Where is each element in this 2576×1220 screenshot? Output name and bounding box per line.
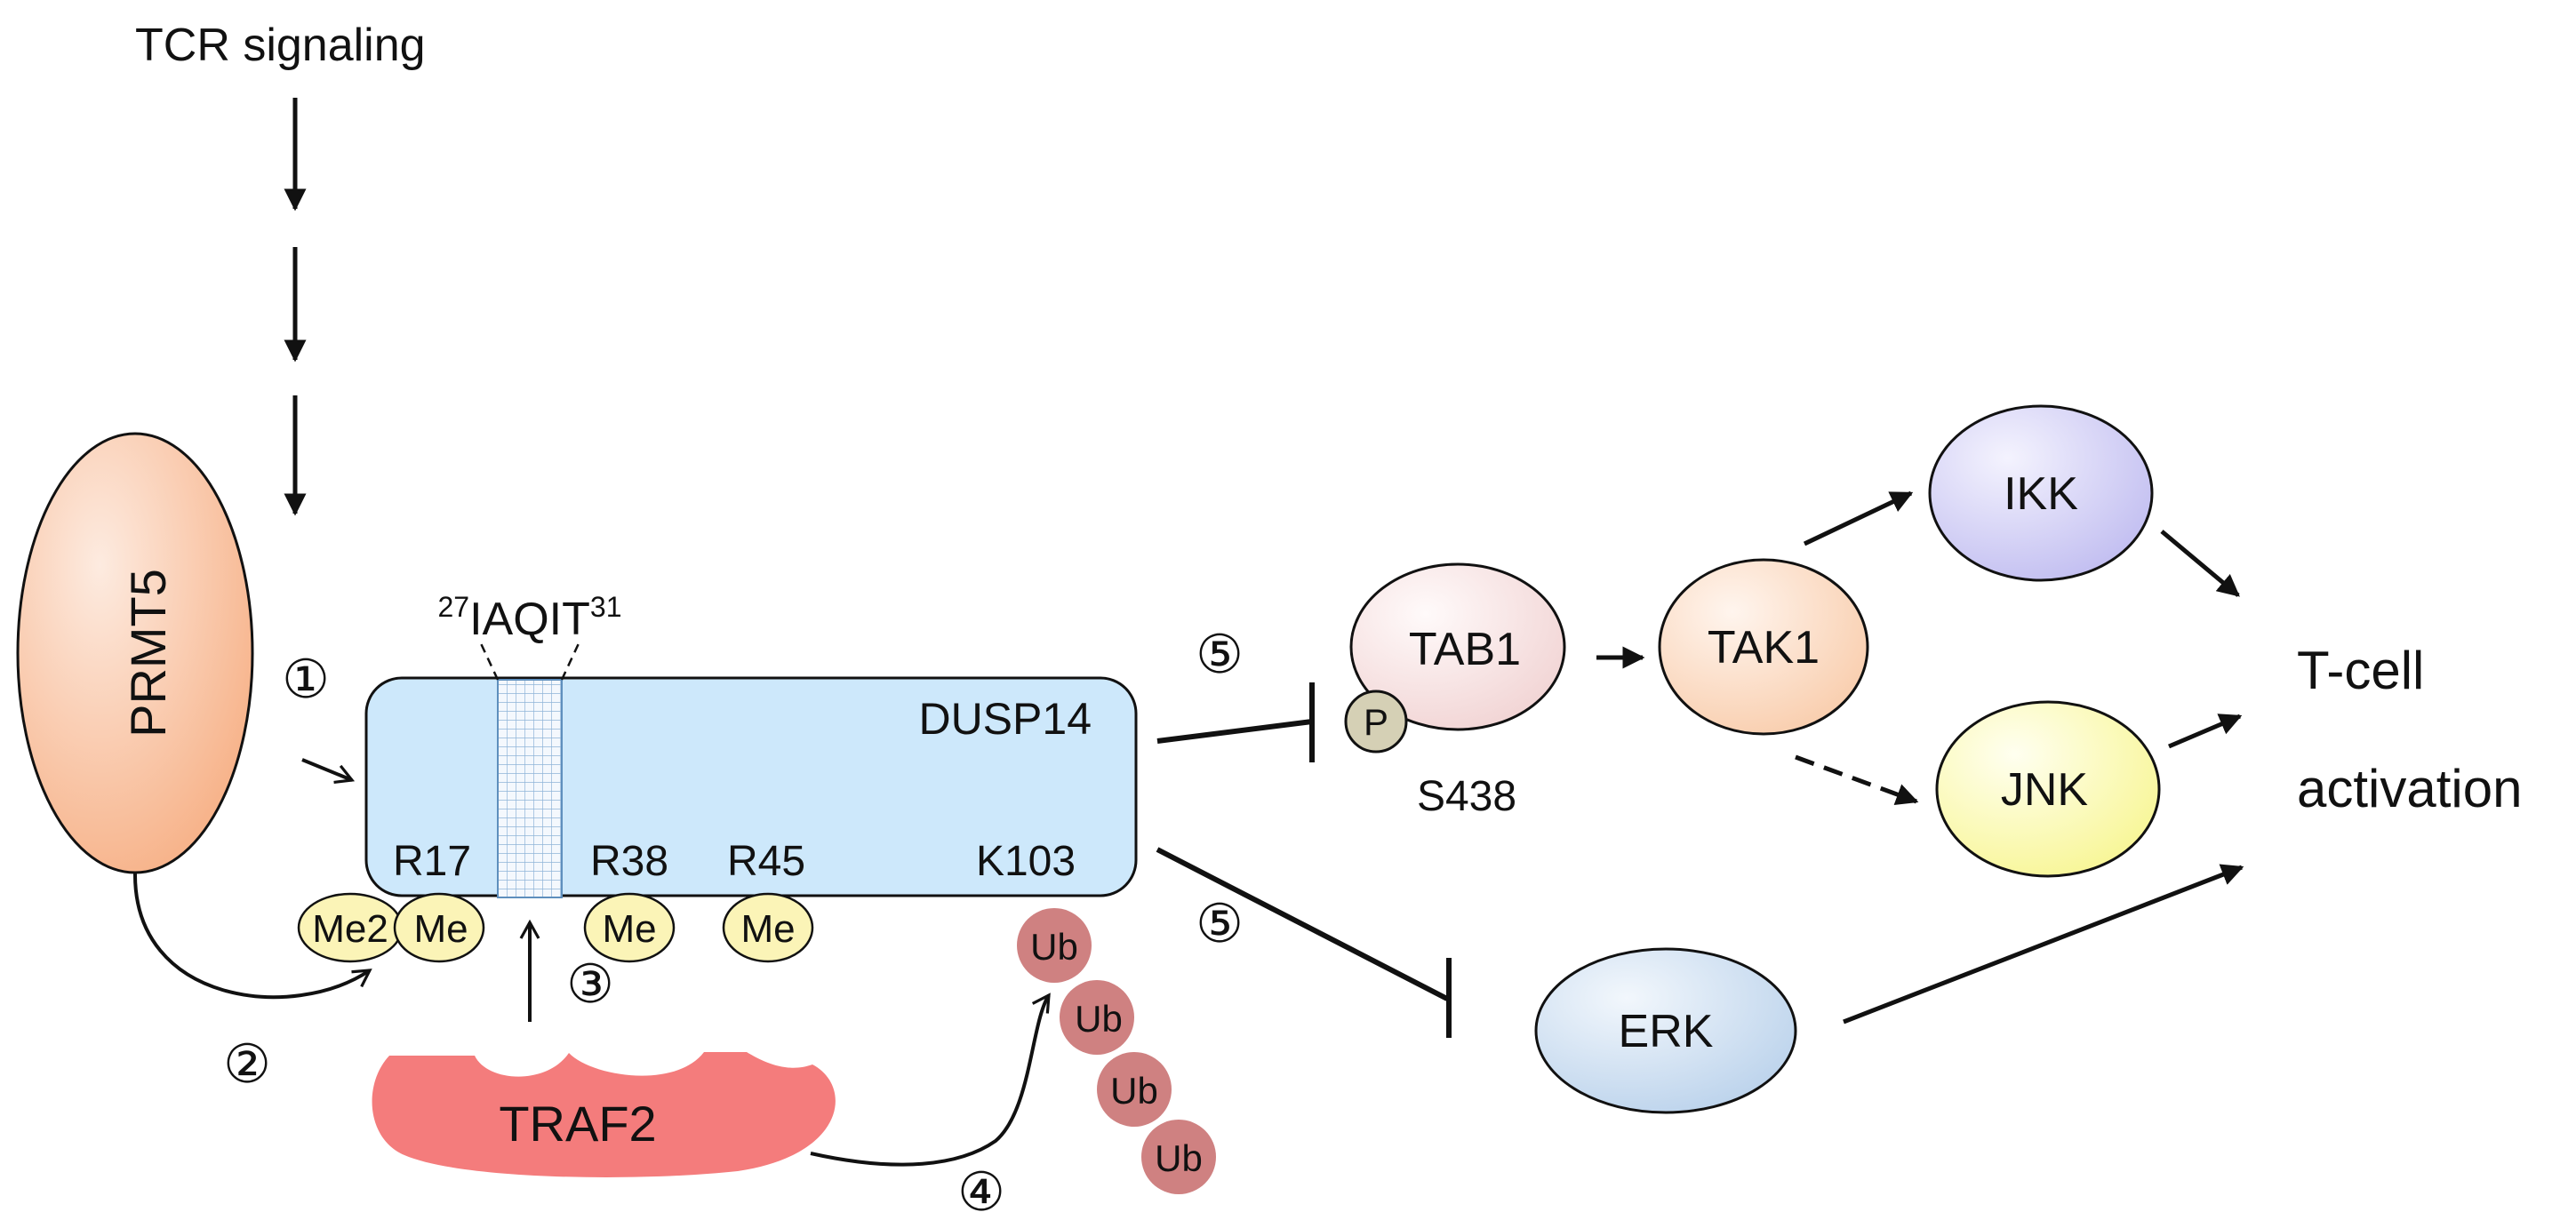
motif-sequence: IAQIT xyxy=(469,594,590,645)
ikk-to-activation-arrow xyxy=(2160,530,2240,597)
step-1-marker: ① xyxy=(282,649,330,711)
residue-r38: R38 xyxy=(590,838,668,885)
residue-r17: R17 xyxy=(393,838,471,885)
tcr-signaling-label: TCR signaling xyxy=(135,20,426,71)
ubiquitin-2-label: Ub xyxy=(1075,998,1123,1040)
ubiquitin-1-label: Ub xyxy=(1030,926,1078,968)
phospho-label: P xyxy=(1364,701,1388,743)
jnk-to-activation-arrow xyxy=(2168,714,2243,749)
traf2-label: TRAF2 xyxy=(499,1096,656,1152)
step-5-marker-tab1: ⑤ xyxy=(1196,624,1244,686)
me-mark-r38 xyxy=(583,892,676,963)
residue-s438: S438 xyxy=(1417,773,1516,820)
prmt5-methylation-arrow xyxy=(132,872,372,1000)
dusp14-inhibits-erk xyxy=(1156,847,1449,1001)
me-label-r17: Me xyxy=(413,907,468,951)
residue-r45: R45 xyxy=(727,838,805,885)
erk-ellipse xyxy=(1534,947,1797,1114)
dusp14-label: DUSP14 xyxy=(918,694,1092,744)
step-5-marker-erk: ⑤ xyxy=(1196,893,1244,955)
ubiquitin-3 xyxy=(1097,1052,1172,1127)
me2-label: Me2 xyxy=(312,907,388,951)
tab1-ellipse xyxy=(1349,562,1566,731)
tak1-ellipse xyxy=(1658,558,1869,736)
prmt5-label: PRMT5 xyxy=(120,569,176,738)
me-mark-r45 xyxy=(722,892,814,963)
ubiquitin-4-label: Ub xyxy=(1155,1137,1203,1179)
step-4-marker: ④ xyxy=(957,1161,1005,1220)
jnk-label: JNK xyxy=(2001,764,2089,816)
me-label-r45: Me xyxy=(740,907,795,951)
ubiquitin-4 xyxy=(1141,1120,1216,1194)
ikk-ellipse xyxy=(1928,404,2154,582)
me-label-r38: Me xyxy=(602,907,656,951)
prmt5-to-dusp14-arrow xyxy=(301,758,356,785)
tak1-to-ikk-arrow xyxy=(1803,490,1914,546)
ubiquitin-1 xyxy=(1017,908,1092,983)
motif-end-number: 31 xyxy=(590,591,622,623)
iaqit-motif-label: 27IAQIT31 xyxy=(438,591,622,645)
ubiquitin-2 xyxy=(1060,980,1134,1055)
tak1-label: TAK1 xyxy=(1708,622,1820,674)
erk-to-activation-arrow xyxy=(1843,864,2244,1025)
phospho-mark xyxy=(1344,690,1408,754)
motif-dash-left xyxy=(478,641,500,681)
motif-dash-right xyxy=(560,641,581,681)
tak1-to-jnk-arrow xyxy=(1795,754,1919,805)
tab1-label: TAB1 xyxy=(1409,624,1521,675)
traf2-shape xyxy=(372,1052,836,1177)
tcell-activation-line1: T-cell xyxy=(2297,641,2424,700)
motif-start-number: 27 xyxy=(438,591,470,623)
me-mark-r17 xyxy=(393,892,485,963)
ubiquitin-3-label: Ub xyxy=(1110,1070,1158,1112)
dusp14-inhibits-tab1 xyxy=(1156,719,1313,744)
residue-k103: K103 xyxy=(976,838,1076,885)
iaqit-motif-region xyxy=(497,679,563,898)
tcell-activation-line2: activation xyxy=(2297,759,2522,818)
step-3-marker: ③ xyxy=(566,953,614,1016)
step-2-marker: ② xyxy=(223,1033,271,1096)
jnk-ellipse xyxy=(1935,700,2161,878)
traf2-ubiquitination-arrow xyxy=(810,993,1051,1167)
ikk-label: IKK xyxy=(2004,468,2078,520)
erk-label: ERK xyxy=(1619,1006,1714,1057)
